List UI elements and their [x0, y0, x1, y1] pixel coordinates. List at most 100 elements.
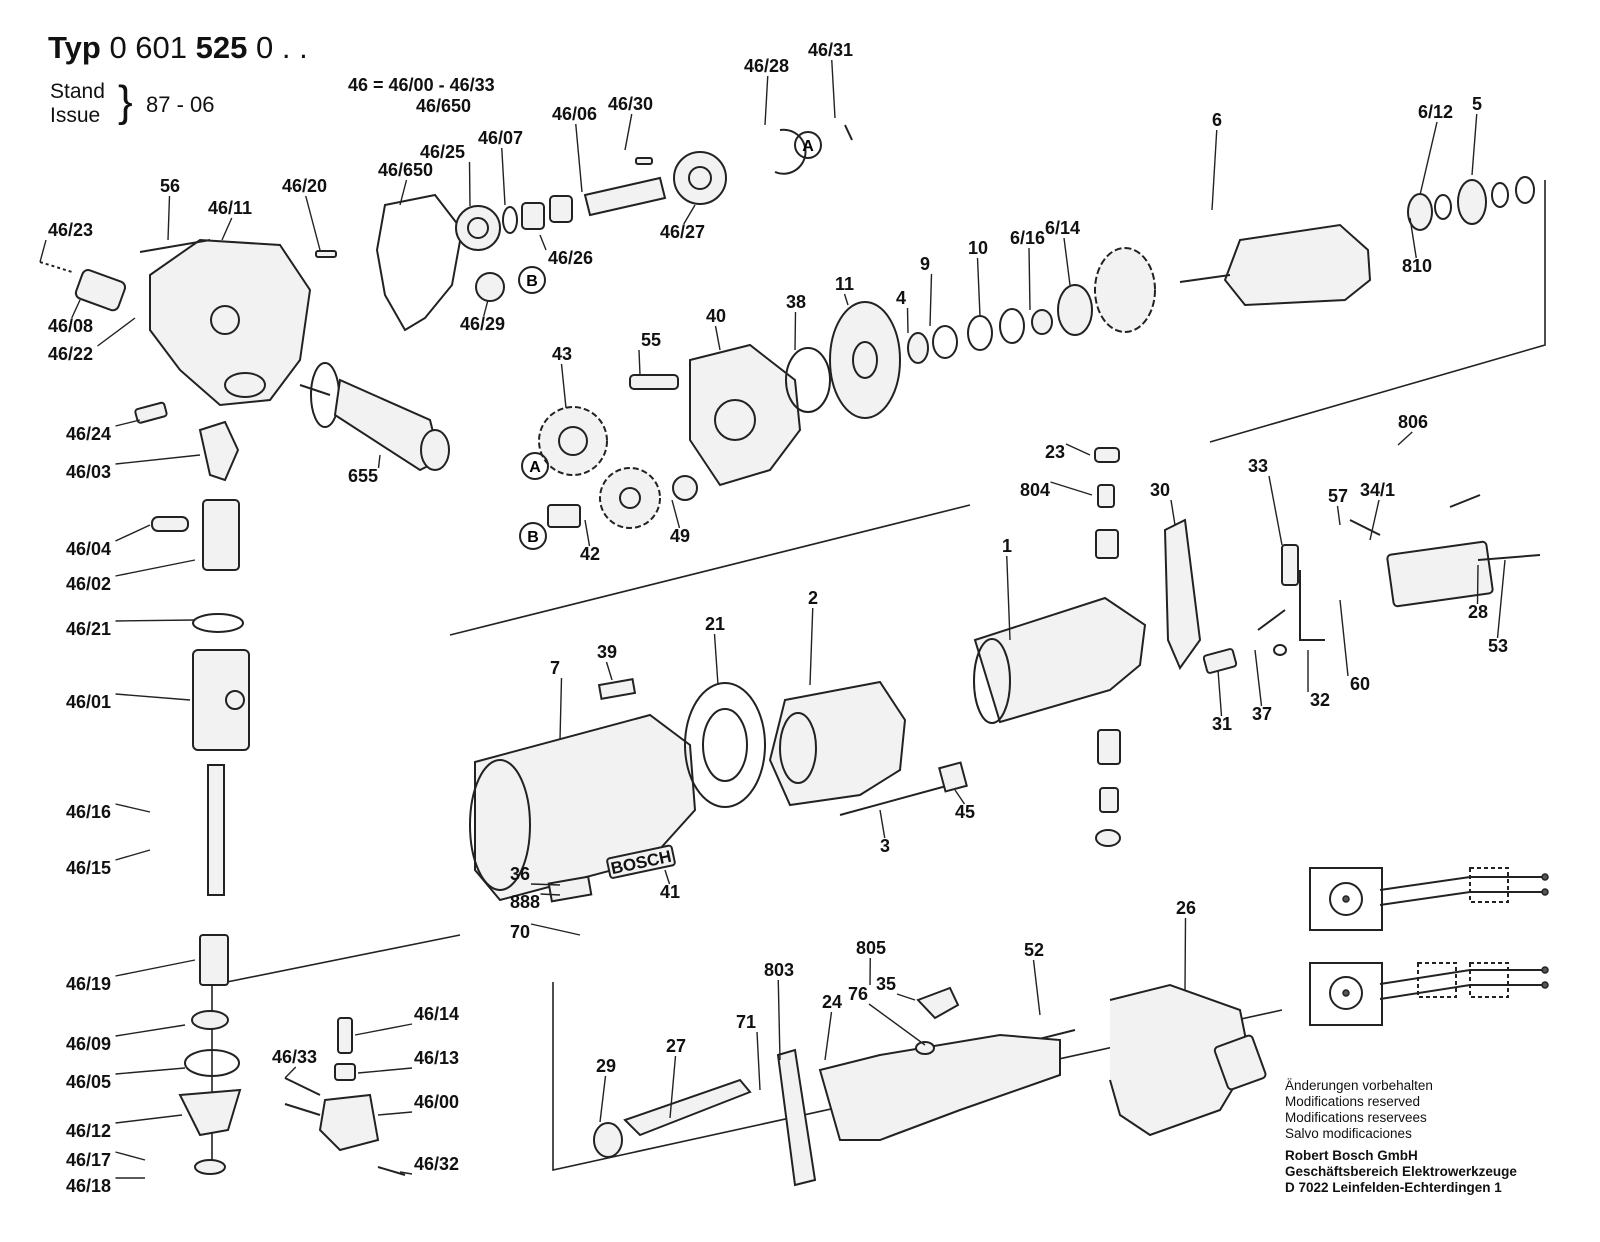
- bearing-46-25: [455, 205, 501, 251]
- part-label: 35: [876, 974, 896, 994]
- handle-24: [818, 1033, 1061, 1141]
- part-label: 42: [580, 544, 600, 564]
- leader-line: [605, 661, 613, 681]
- leader-line: [115, 693, 191, 701]
- leader-line: [843, 293, 849, 306]
- leader-line: [809, 607, 814, 686]
- typ-number-prefix: 0 601: [109, 30, 196, 65]
- leader-line: [1336, 505, 1341, 526]
- leader-line: [1496, 559, 1506, 639]
- part-label: 52: [1024, 940, 1044, 960]
- leader-line: [713, 633, 719, 686]
- group-note-line2: 46/650: [416, 96, 472, 116]
- leader-line: [599, 1075, 607, 1123]
- part-label: 655: [348, 466, 378, 486]
- part-label: 46/17: [66, 1150, 111, 1170]
- part-label: 46/07: [478, 128, 523, 148]
- leader-line: [167, 195, 171, 241]
- callout-circle: [521, 452, 549, 480]
- part-label: 1: [1002, 536, 1012, 556]
- part-label: 805: [856, 938, 886, 958]
- leader-line: [115, 1114, 183, 1124]
- part-label: 23: [1045, 442, 1065, 462]
- leader-line: [1063, 237, 1071, 286]
- company-name: Robert Bosch GmbH: [1285, 1148, 1418, 1163]
- leader-line: [357, 1067, 413, 1074]
- leader-line: [1369, 499, 1380, 541]
- leader-line: [1032, 959, 1041, 1016]
- leader-line: [39, 239, 47, 263]
- frame-middle: [449, 504, 971, 636]
- part-label: 810: [1402, 256, 1432, 276]
- leader-line: [714, 325, 721, 351]
- part-label: 6: [1212, 110, 1222, 130]
- leader-line: [1050, 481, 1093, 496]
- part-label: 46/11: [208, 198, 252, 218]
- part-label: 46/03: [66, 462, 111, 482]
- leader-line: [896, 993, 916, 1001]
- brace-glyph: }: [118, 77, 133, 126]
- leader-line: [1217, 669, 1223, 717]
- typ-label: Typ: [48, 30, 101, 65]
- bearing-46-27: [673, 151, 727, 205]
- part-label: 70: [510, 922, 530, 942]
- gear-42: [599, 467, 661, 529]
- leader-line: [1476, 564, 1479, 605]
- leader-line: [831, 59, 836, 119]
- leader-line: [560, 363, 567, 409]
- part-label: 28: [1468, 602, 1488, 622]
- leader-line: [777, 979, 781, 1061]
- leader-line: [115, 524, 151, 542]
- part-label: 46/13: [414, 1048, 459, 1068]
- typ-number-suffix: 0 . .: [247, 30, 308, 65]
- part-label: 38: [786, 292, 806, 312]
- tube-46-01: [192, 649, 250, 751]
- part-label: 806: [1398, 412, 1428, 432]
- frame-upper: [1209, 180, 1546, 443]
- leader-line: [671, 499, 681, 529]
- note-en: Modifications reserved: [1285, 1094, 1421, 1109]
- leader-line: [1170, 499, 1176, 526]
- leader-line: [501, 147, 506, 206]
- leader-line: [530, 883, 561, 886]
- typ-number-bold: 525: [195, 30, 248, 65]
- leader-line: [354, 1023, 413, 1036]
- leader-line: [954, 789, 966, 805]
- brush-housing-1: [973, 596, 1147, 724]
- part-label: 46/27: [660, 222, 705, 242]
- part-label: 55: [641, 330, 661, 350]
- part-label: 46/25: [420, 142, 465, 162]
- nozzle-46-12: [178, 1088, 242, 1137]
- callout-letter: B: [526, 273, 538, 290]
- part-label: 46/00: [414, 1092, 459, 1112]
- part-label: 2: [808, 588, 818, 608]
- part-label: 71: [736, 1012, 756, 1032]
- part-label: 29: [596, 1056, 616, 1076]
- part-label: 53: [1488, 636, 1508, 656]
- part-label: 46/09: [66, 1034, 111, 1054]
- leader-line: [530, 923, 581, 936]
- part-label: 46/28: [744, 56, 789, 76]
- part-label: 43: [552, 344, 572, 364]
- leader-line: [756, 1031, 761, 1091]
- leader-line: [1028, 247, 1031, 311]
- leader-line: [115, 454, 201, 465]
- wiring-diagram-2: [1309, 962, 1549, 1026]
- gear-43: [538, 406, 608, 476]
- part-label: 9: [920, 254, 930, 274]
- leader-line: [1409, 217, 1417, 259]
- leader-line: [1397, 431, 1413, 446]
- part-label: 4: [896, 288, 906, 308]
- leader-line: [824, 1011, 833, 1061]
- part-label: 21: [705, 614, 725, 634]
- part-label: 46/14: [414, 1004, 459, 1024]
- part-label: 46/06: [552, 104, 597, 124]
- threaded-rod: [207, 764, 225, 896]
- leader-line: [221, 217, 233, 241]
- part-label: 7: [550, 658, 560, 678]
- part-label: 46/12: [66, 1121, 111, 1141]
- part-label: 46/31: [808, 40, 853, 60]
- leader-line: [868, 1003, 926, 1046]
